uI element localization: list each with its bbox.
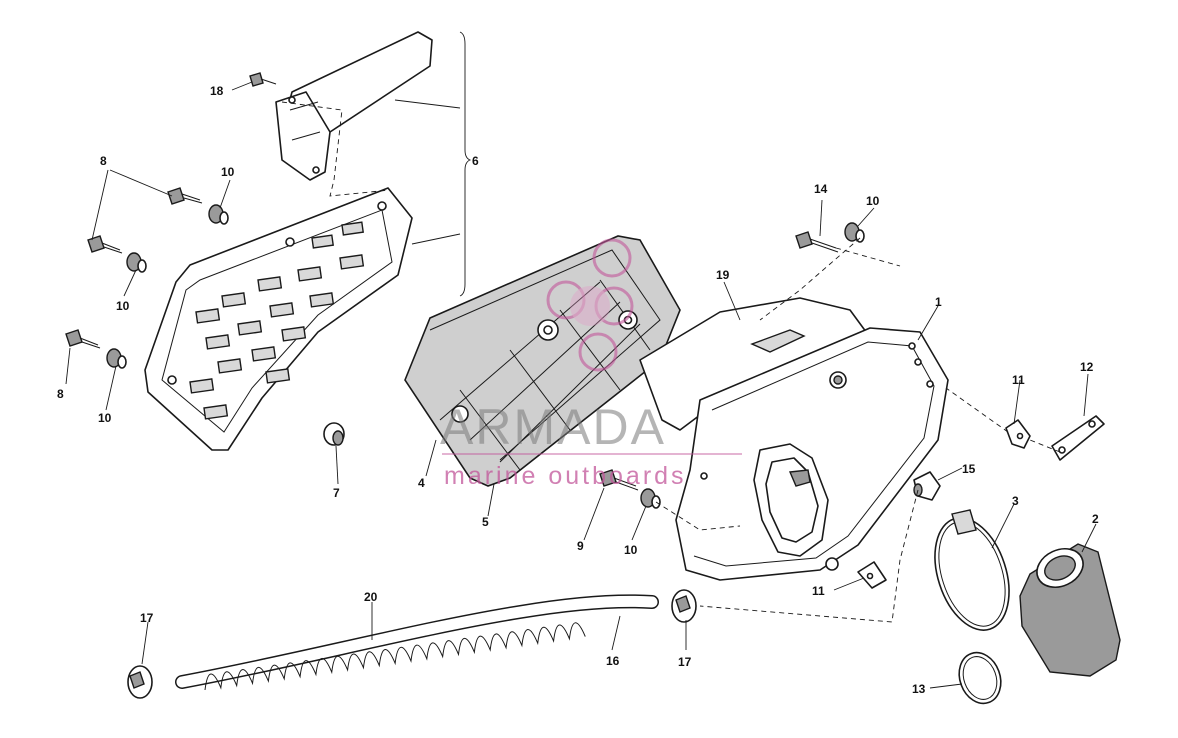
screw-8-lower xyxy=(65,329,101,349)
callout-7: 7 xyxy=(333,486,340,500)
clamp-17-left xyxy=(127,665,153,699)
part-6-duct xyxy=(275,31,433,181)
watermark-tagline: marine outboards xyxy=(444,462,687,490)
leader-lines xyxy=(65,81,1097,689)
callout-18: 18 xyxy=(210,84,224,98)
part-5-filter-frame xyxy=(439,279,651,471)
clip-11-lower xyxy=(857,561,887,589)
grommet-10-d xyxy=(844,222,865,243)
part-1-housing xyxy=(675,327,949,581)
callout-9: 9 xyxy=(577,539,584,553)
grommet-10-a xyxy=(208,204,229,225)
callout-13: 13 xyxy=(912,682,926,696)
callout-17-right: 17 xyxy=(678,655,692,669)
callout-10-d: 10 xyxy=(624,543,638,557)
part-20-spring xyxy=(204,622,586,691)
callout-11-upper: 11 xyxy=(1012,373,1025,387)
callout-2: 2 xyxy=(1092,512,1099,526)
callout-8-lower: 8 xyxy=(57,387,64,401)
callout-labels: 1 2 3 4 5 6 7 8 8 9 10 10 10 10 10 11 11… xyxy=(57,84,1099,696)
callout-3: 3 xyxy=(1012,494,1019,508)
callout-10-e: 10 xyxy=(866,194,880,208)
grommet-10-e xyxy=(640,488,661,509)
callout-10-a: 10 xyxy=(221,165,235,179)
grommet-10-c xyxy=(106,348,127,369)
callout-6: 6 xyxy=(472,154,479,168)
screw-8-middle xyxy=(87,235,123,254)
part-16-hose xyxy=(175,594,659,689)
part-6-lower-cover xyxy=(144,187,413,451)
part-2-intake-boot xyxy=(1019,543,1121,677)
callout-1: 1 xyxy=(935,295,942,309)
callout-14: 14 xyxy=(814,182,828,196)
plug-7 xyxy=(323,422,345,446)
clamp-17-right xyxy=(671,589,697,623)
callout-8-upper: 8 xyxy=(100,154,107,168)
clip-11-upper xyxy=(1005,419,1031,449)
callout-10-c: 10 xyxy=(98,411,112,425)
callout-19: 19 xyxy=(716,268,730,282)
callout-11-lower: 11 xyxy=(812,584,825,598)
grommet-10-b xyxy=(126,252,147,273)
plate-12 xyxy=(1051,415,1105,461)
screw-9 xyxy=(599,469,639,491)
part-4-filter-element xyxy=(404,235,681,487)
callout-16: 16 xyxy=(606,654,620,668)
callout-10-b: 10 xyxy=(116,299,130,313)
screw-18 xyxy=(249,72,277,87)
screw-14 xyxy=(795,231,839,253)
cover-louvres xyxy=(189,221,365,420)
watermark-brand: ARMADA xyxy=(440,399,666,455)
callout-15: 15 xyxy=(962,462,976,476)
callout-17-left: 17 xyxy=(140,611,154,625)
callout-4: 4 xyxy=(418,476,425,490)
callout-5: 5 xyxy=(482,515,489,529)
part-3-hose-clamp xyxy=(934,509,1010,631)
screw-8-upper xyxy=(167,187,203,205)
callout-20: 20 xyxy=(364,590,378,604)
armada-watermark-logo xyxy=(546,238,634,372)
part-6-bracket xyxy=(459,31,472,297)
cap-15 xyxy=(913,471,941,501)
alignment-lines xyxy=(281,101,1061,623)
callout-12: 12 xyxy=(1080,360,1094,374)
part-13-hose-clamp xyxy=(958,651,1002,705)
